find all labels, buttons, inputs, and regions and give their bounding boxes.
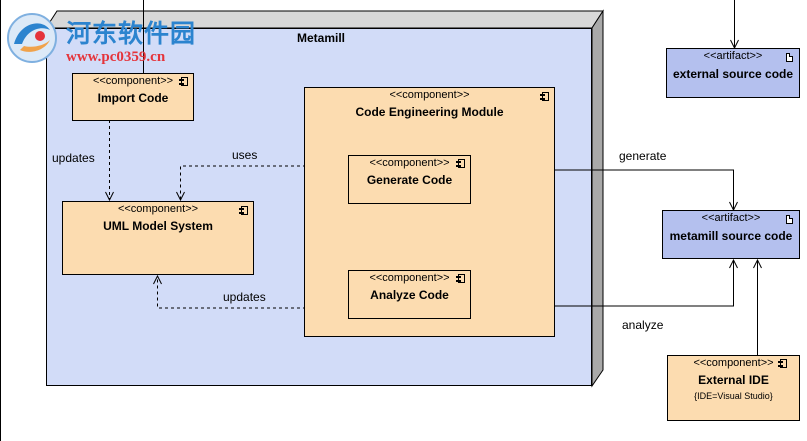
component-stereotype: <<component>> <box>369 272 450 284</box>
analyze-label: analyze <box>622 318 664 332</box>
generate-connector <box>470 169 734 210</box>
import-code-component[interactable]: <<component>> Import Code <box>72 73 194 121</box>
component-title: Import Code <box>97 91 169 105</box>
component-icon <box>239 206 248 215</box>
generate-code-component[interactable]: <<component>> Generate Code <box>348 155 471 204</box>
generate-label: generate <box>619 149 667 163</box>
node-title: Metamill <box>297 31 346 45</box>
component-title: Analyze Code <box>370 288 449 302</box>
document-icon <box>786 53 793 62</box>
component-title: Generate Code <box>366 173 453 187</box>
component-stereotype: <<component>> <box>92 75 174 87</box>
component-icon <box>456 274 465 283</box>
component-stereotype: <<component>> <box>693 357 774 369</box>
analyze-connector <box>470 260 734 307</box>
component-title: External IDE <box>698 373 769 387</box>
external-source-code-artifact[interactable]: <<artifact>> external source code <box>666 48 800 98</box>
component-icon <box>778 359 787 368</box>
artifact-stereotype: <<artifact>> <box>703 50 763 62</box>
artifact-title: external source code <box>672 67 794 81</box>
analyze-code-component[interactable]: <<component>> Analyze Code <box>348 270 471 319</box>
component-title: UML Model System <box>103 219 213 233</box>
uml-model-system-component[interactable]: <<component>> UML Model System <box>62 201 254 275</box>
metamill-source-code-artifact[interactable]: <<artifact>> metamill source code <box>662 210 800 259</box>
import-updates-label: updates <box>52 151 95 165</box>
watermark-logo-icon <box>7 13 57 63</box>
artifact-stereotype: <<artifact>> <box>701 212 761 224</box>
analyze-updates-label: updates <box>223 290 266 304</box>
component-stereotype: <<component>> <box>117 203 199 215</box>
component-stereotype: <<component>> <box>389 89 470 101</box>
artifact-title: metamill source code <box>669 229 793 243</box>
watermark-url: www.pc0359.cn <box>66 49 166 65</box>
component-tagged-value: {IDE=Visual Studio} <box>694 391 773 401</box>
component-icon <box>456 159 465 168</box>
analyze-updates-dependency <box>158 276 348 309</box>
external-ide-component[interactable]: <<component>> External IDE {IDE=Visual S… <box>667 355 800 421</box>
component-stereotype: <<component>> <box>369 157 450 169</box>
node-side-face <box>591 9 604 388</box>
watermark-title: 河东软件园 <box>66 19 197 48</box>
component-icon <box>540 92 549 101</box>
generate-uses-dependency <box>181 165 348 200</box>
component-title: Code Engineering Module <box>355 105 504 119</box>
uses-label: uses <box>232 148 258 162</box>
component-icon <box>179 77 188 86</box>
document-icon <box>786 215 793 224</box>
